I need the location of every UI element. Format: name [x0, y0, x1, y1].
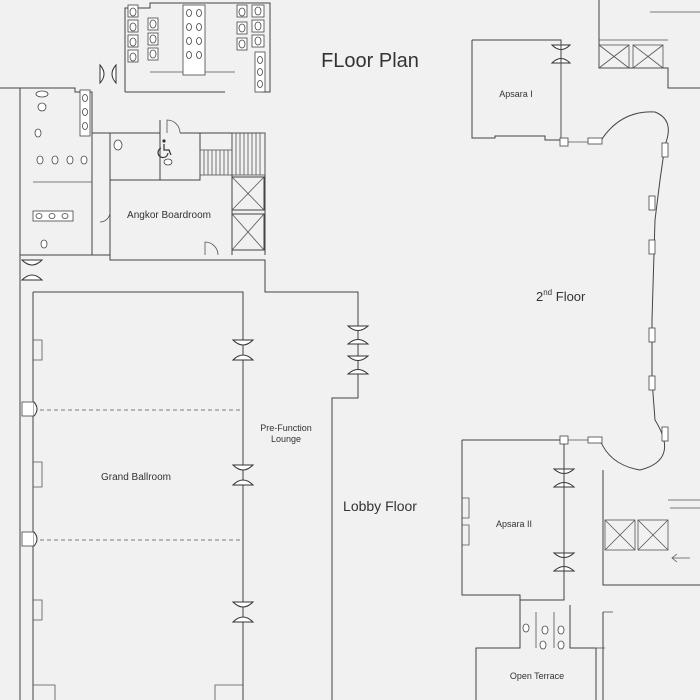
plan-title: FLoor Plan: [321, 50, 419, 72]
floor-label-second: 2nd Floor: [536, 288, 586, 304]
room-label-prefunction-line1: Pre-Function: [260, 423, 312, 433]
room-label-apsara-two: Apsara II: [496, 519, 532, 529]
room-label-prefunction-line2: Lounge: [271, 434, 301, 444]
wheelchair-icon: [157, 139, 172, 159]
room-label-apsara-one: Apsara I: [499, 89, 533, 99]
floor-number: 2: [536, 289, 543, 304]
double-door-icon: [20, 44, 576, 623]
elevator-icon: [231, 176, 265, 251]
staircase-icon: [199, 132, 266, 176]
room-label-open-terrace: Open Terrace: [510, 671, 564, 681]
floor-word: Floor: [552, 289, 586, 304]
ballroom-niches: [33, 339, 43, 621]
corridor-markers: [559, 137, 669, 445]
left-wing-walls: [0, 2, 359, 700]
toilet-icon: [32, 4, 565, 650]
room-label-grand-ballroom: Grand Ballroom: [101, 472, 171, 483]
right-wing-walls: [461, 0, 700, 700]
floor-suffix: nd: [543, 288, 552, 297]
room-label-angkor-boardroom: Angkor Boardroom: [127, 210, 211, 221]
bottom-wall-jogs: [33, 684, 243, 700]
room-label-lobby-floor: Lobby Floor: [343, 498, 417, 514]
